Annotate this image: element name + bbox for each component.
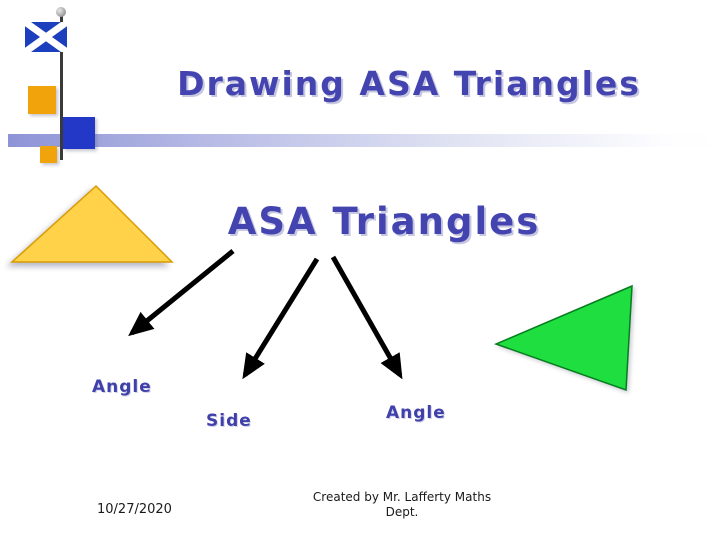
decor-square-gold-small bbox=[40, 146, 57, 163]
scotland-flag-icon bbox=[25, 22, 67, 52]
arrow-to-right-angle bbox=[330, 255, 403, 380]
yellow-triangle bbox=[10, 184, 174, 263]
slide-title: Drawing ASA Triangles bbox=[177, 64, 641, 103]
credit-line2: Dept. bbox=[385, 505, 419, 519]
decor-square-gold-large bbox=[28, 86, 56, 114]
label-angle-left: Angle bbox=[92, 377, 152, 397]
title-divider-bar bbox=[8, 134, 720, 147]
label-angle-right: Angle bbox=[386, 403, 446, 423]
flagpole-finial bbox=[56, 7, 66, 17]
credit-line1: Created by Mr. Lafferty Maths bbox=[312, 490, 492, 504]
flagpole bbox=[60, 14, 63, 160]
subtitle: ASA Triangles bbox=[227, 200, 541, 243]
slide-date: 10/27/2020 bbox=[97, 502, 172, 517]
decor-square-blue bbox=[63, 117, 95, 149]
label-side: Side bbox=[206, 411, 252, 431]
green-triangle bbox=[493, 284, 633, 392]
arrow-to-side bbox=[242, 257, 320, 380]
credit-text: Created by Mr. Lafferty Maths Dept. bbox=[282, 490, 522, 520]
